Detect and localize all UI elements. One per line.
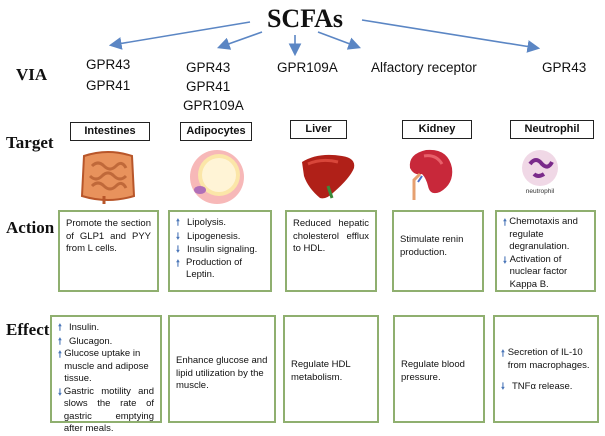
action-item: 🠕Chemotaxis and regulate degranulation. [503, 216, 588, 254]
action-box-intestines: Promote the section of GLP1 and PYY from… [58, 210, 159, 292]
effect-text: TNFα release. [512, 381, 573, 392]
liver-icon [302, 154, 355, 199]
via-kidney: Alfactory receptor [371, 58, 477, 77]
action-item: 🠗Activation of nuclear factor Kappa B. [503, 254, 588, 292]
diagram-title: SCFAs [266, 4, 344, 33]
down-arrow-icon: 🠗 [58, 386, 62, 397]
effect-text: Regulate blood pressure. [401, 359, 465, 383]
effect-box-intestines: 🠕Insulin. 🠕Glucagon. 🠕Glucose uptake in … [50, 315, 162, 434]
up-arrow-icon: 🠕 [503, 217, 507, 227]
effect-item: 🠕 Glucagon. [58, 335, 154, 349]
row-label-via: VIA [16, 65, 48, 84]
down-arrow-icon: 🠗 [501, 381, 505, 391]
effect-box-kidney: Regulate blood pressure. [393, 315, 485, 423]
arrow-to-intestines [108, 21, 251, 50]
target-intestines: Intestines [70, 122, 150, 141]
arrow-to-adipocytes [216, 31, 263, 50]
action-text: Chemotaxis and regulate degranulation. [509, 216, 578, 252]
effect-text: Secretion of IL-10 from macrophages. [507, 347, 590, 371]
effect-box-adipocytes: Enhance glucose and lipid utilization by… [168, 315, 276, 423]
effect-box-neutrophil: 🠕Secretion of IL-10 from macrophages. 🠗 T… [493, 315, 599, 423]
action-text: Activation of nuclear factor Kappa B. [509, 253, 568, 290]
row-label-effect: Effect [6, 320, 50, 339]
effect-item: 🠕Secretion of IL-10 from macrophages. [501, 347, 591, 372]
up-arrow-icon: 🠕 [58, 335, 62, 346]
effect-box-liver: Regulate HDL metabolism. [283, 315, 379, 423]
via-adipocytes: GPR43 GPR41 GPR109A [183, 58, 244, 115]
effect-text: Glucose uptake in muscle and adipose tis… [64, 348, 149, 384]
action-text: Insulin signaling. [187, 244, 258, 255]
action-text: Promote the section of GLP1 and PYY from… [66, 218, 151, 254]
intestines-icon [80, 151, 136, 204]
effect-text: Insulin. [69, 322, 100, 333]
receptor-label: GPR41 [186, 79, 231, 94]
up-arrow-icon: 🠕 [58, 322, 62, 332]
action-text: Lipogenesis. [187, 230, 241, 242]
row-label-target: Target [6, 133, 54, 152]
up-arrow-icon: 🠕 [58, 349, 62, 359]
effect-text: Enhance glucose and lipid utilization by… [176, 355, 268, 391]
action-text: Stimulate renin production. [400, 234, 464, 258]
receptor-label: GPR41 [86, 78, 131, 93]
effect-item: 🠕Glucose uptake in muscle and adipose ti… [58, 348, 154, 386]
target-liver: Liver [290, 120, 347, 139]
action-text: Reduced hepatic cholesterol efflux to HD… [293, 218, 369, 254]
effect-item: 🠗Gastric motility and slows the rate of … [58, 386, 154, 436]
action-box-liver: Reduced hepatic cholesterol efflux to HD… [285, 210, 377, 292]
via-liver: GPR109A [277, 58, 338, 77]
action-box-neutrophil: 🠕Chemotaxis and regulate degranulation. … [495, 210, 596, 292]
effect-text: Regulate HDL metabolism. [291, 359, 351, 383]
adipocyte-icon [190, 150, 244, 204]
receptor-label: GPR43 [542, 60, 587, 75]
row-label-action: Action [6, 218, 55, 237]
action-item: 🠕 Production of Leptin. [176, 257, 264, 282]
effect-item: 🠗 TNFα release. [501, 380, 591, 394]
arrow-to-neutrophil [361, 19, 541, 53]
effect-text: Gastric motility and slows the rate of g… [63, 385, 154, 435]
down-arrow-icon: 🠗 [176, 230, 180, 241]
target-kidney: Kidney [402, 120, 472, 139]
action-item: 🠕 Lipolysis. [176, 216, 264, 230]
up-arrow-icon: 🠕 [176, 257, 180, 268]
effect-text: Glucagon. [69, 335, 113, 347]
neutrophil-caption: neutrophil [525, 188, 555, 195]
action-text: Production of Leptin. [186, 256, 243, 281]
receptor-label: GPR43 [186, 60, 231, 75]
effect-item: 🠕 Insulin. [58, 321, 154, 335]
down-arrow-icon: 🠗 [176, 244, 180, 254]
via-neutrophil: GPR43 [542, 58, 586, 77]
receptor-label: GPR109A [183, 98, 244, 113]
target-neutrophil: Neutrophil [510, 120, 594, 139]
target-adipocytes: Adipocytes [180, 122, 252, 141]
receptor-label: Alfactory receptor [371, 60, 477, 75]
receptor-label: GPR109A [277, 60, 338, 75]
up-arrow-icon: 🠕 [176, 217, 180, 227]
action-text: Lipolysis. [187, 217, 227, 228]
neutrophil-icon [522, 150, 558, 186]
up-arrow-icon: 🠕 [501, 348, 505, 358]
action-box-adipocytes: 🠕 Lipolysis. 🠗 Lipogenesis. 🠗 Insulin signa… [168, 210, 272, 292]
down-arrow-icon: 🠗 [503, 254, 507, 265]
kidney-icon [409, 149, 453, 200]
action-box-kidney: Stimulate renin production. [392, 210, 484, 292]
receptor-label: GPR43 [86, 57, 131, 72]
arrow-to-kidney [317, 31, 361, 50]
action-item: 🠗 Insulin signaling. [176, 243, 264, 257]
via-intestines: GPR43 GPR41 [86, 55, 130, 95]
action-item: 🠗 Lipogenesis. [176, 230, 264, 244]
